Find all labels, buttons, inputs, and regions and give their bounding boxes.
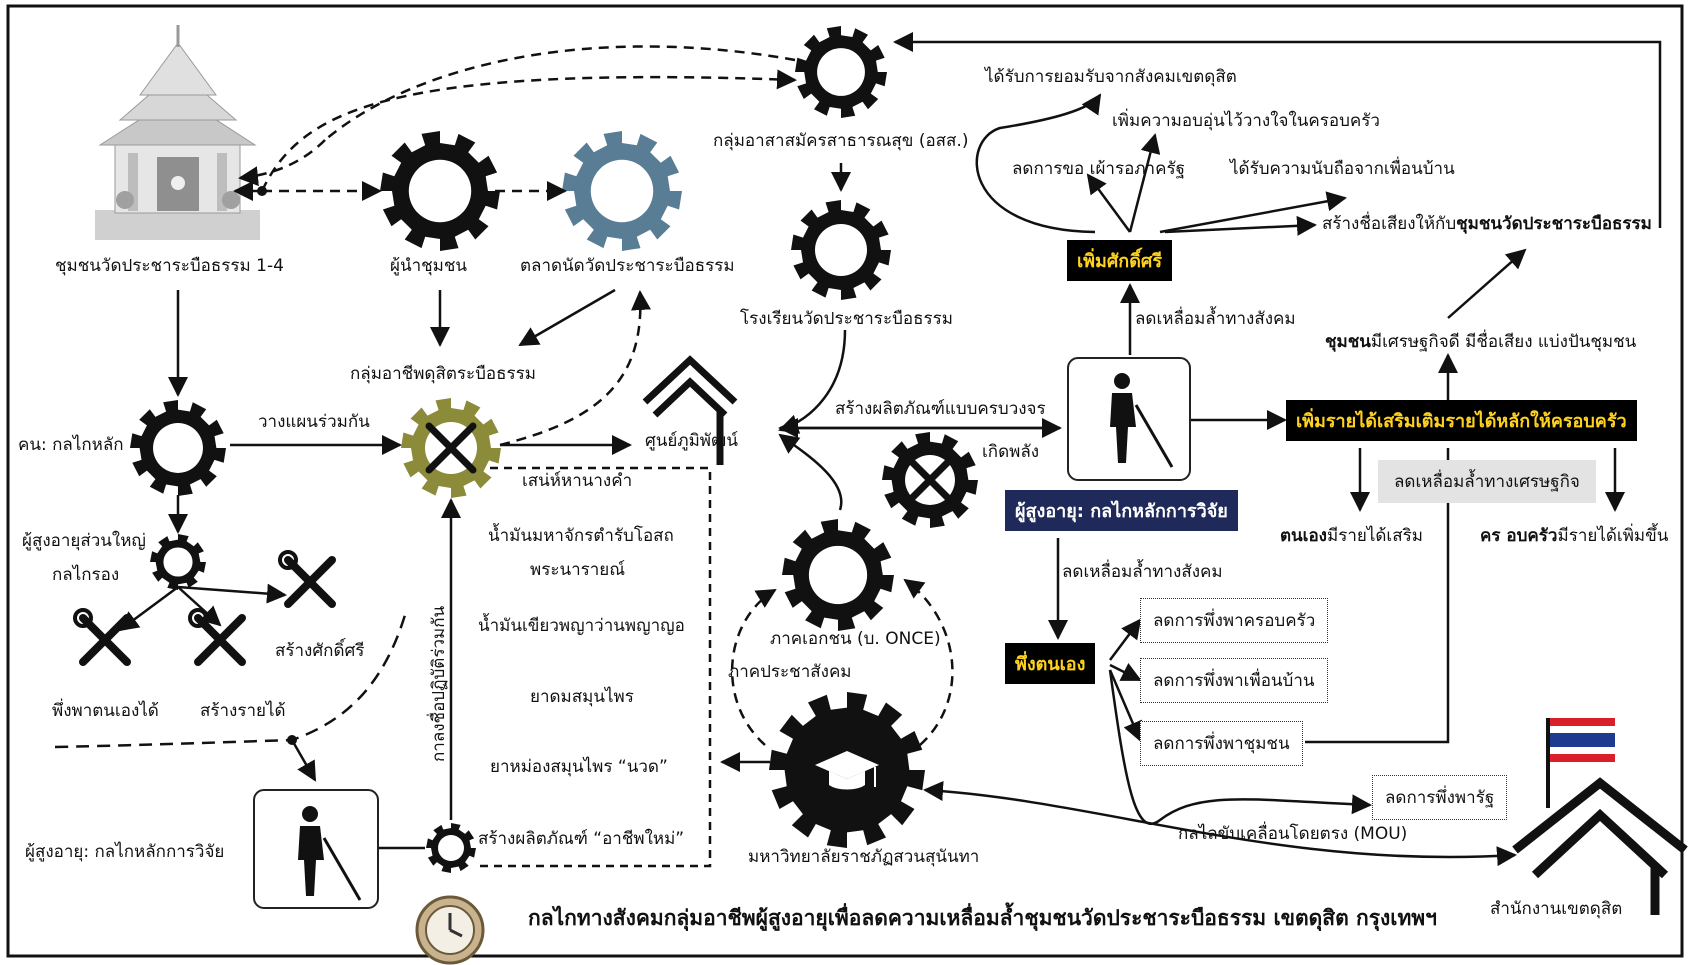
gear-icon bbox=[795, 26, 887, 118]
product-item: น้ำมันเขียวพญาว่านพญาญอ bbox=[478, 616, 685, 636]
family-income-rest: มีรายได้เพิ่มขึ้น bbox=[1557, 526, 1669, 546]
community-good-label: ชุมชนมีเศรษฐกิจดี มีชื่อเสียง แบ่งปันชุม… bbox=[1325, 332, 1637, 353]
gear-icon bbox=[562, 131, 682, 251]
elderly-research-right-box: ผู้สูงอายุ: กลไกหลักการวิจัย bbox=[1005, 490, 1238, 531]
house-icon bbox=[1512, 777, 1688, 915]
gear-icon bbox=[150, 534, 206, 590]
volunteers-label: กลุ่มอาสาสมัครสาธารณสุข (อสส.) bbox=[713, 131, 969, 151]
less-community-box: ลดการพึ่งพาชุมชน bbox=[1140, 721, 1303, 766]
wisdom-center-label: ศูนย์ภูมิพัฒน์ bbox=[645, 431, 738, 451]
community-good-rest: มีเศรษฐกิจดี มีชื่อเสียง แบ่งปันชุมชน bbox=[1370, 332, 1637, 352]
gear-icon bbox=[130, 400, 226, 496]
gear-icon bbox=[380, 131, 500, 251]
self-reliance-box: พึ่งตนเอง bbox=[1005, 643, 1096, 684]
family-income-label: คร อบครัวมีรายได้เพิ่มขึ้น bbox=[1480, 526, 1669, 547]
build-dignity-label: สร้างศักดิ์ศรี bbox=[275, 641, 365, 661]
tools-icon bbox=[425, 422, 477, 474]
clock-icon bbox=[415, 895, 485, 965]
product-item: น้ำมันมหาจักรตำรับโอสถ bbox=[488, 526, 674, 546]
reputation-prefix: สร้างชื่อเสียงให้กับ bbox=[1322, 214, 1457, 234]
thai-flag-icon bbox=[1546, 718, 1615, 808]
econ-reduce-box: ลดเหลื่อมล้ำทางเศรษฐกิจ bbox=[1378, 460, 1596, 503]
social-reduce-label: ลดเหลื่อมล้ำทางสังคม bbox=[1062, 562, 1223, 582]
product-item: ยาหม่องสมุนไพร “นวด” bbox=[490, 757, 668, 777]
dignity-reduce-label: ลดเหลื่อมล้ำทางสังคม bbox=[1135, 309, 1296, 329]
school-label: โรงเรียนวัดประชาระบือธรรม bbox=[740, 309, 953, 329]
income-box: เพิ่มรายได้เสริมเติมรายได้หลักให้ครอบครั… bbox=[1286, 400, 1637, 441]
respected-label: ได้รับความนับถือจากเพื่อนบ้าน bbox=[1230, 159, 1455, 179]
people-main-label: คน: กลไกหลัก bbox=[18, 435, 124, 455]
reputation-bold: ชุมชนวัดประชาระบือธรรม bbox=[1456, 214, 1652, 234]
dignity-box: เพิ่มศักดิ์ศรี bbox=[1067, 240, 1172, 281]
market-label: ตลาดนัดวัดประชาระบือธรรม bbox=[520, 256, 735, 276]
house-icon bbox=[642, 355, 738, 465]
less-asking-label: ลดการขอ เผ้ารอภาครัฐ bbox=[1012, 159, 1185, 179]
elderly-walker-icon bbox=[298, 806, 362, 901]
university-label: มหาวิทยาลัยราชภัฏสวนสุนันทา bbox=[748, 847, 980, 867]
product-cycle-label: สร้างผลิตภัณฑ์แบบครบวงจร bbox=[835, 399, 1046, 419]
gear-icon bbox=[782, 519, 894, 631]
temple-icon bbox=[95, 25, 260, 240]
elderly-research-left-label: ผู้สูงอายุ: กลไกหลักการวิจัย bbox=[25, 842, 225, 862]
product-item: พระนารายณ์ bbox=[530, 560, 626, 580]
gear-icon bbox=[791, 200, 891, 300]
self-income-bold: ตนเอง bbox=[1280, 526, 1327, 546]
products-title: เสน่ห์หานางคำ bbox=[522, 471, 633, 491]
district-office-label: สำนักงานเขตดุสิต bbox=[1490, 899, 1623, 919]
family-income-bold: คร อบครัว bbox=[1480, 526, 1558, 546]
mou-label: กลไลขับเคลื่อนโดยตรง (MOU) bbox=[1178, 824, 1408, 844]
reputation-label: สร้างชื่อเสียงให้กับชุมชนวัดประชาระบือธร… bbox=[1322, 214, 1652, 235]
filter-label: กลไกรอง bbox=[52, 565, 120, 585]
self-reliant-label: พึ่งพาตนเองได้ bbox=[52, 701, 159, 721]
product-item: ยาดมสมุนไพร bbox=[530, 687, 634, 707]
tools-icon bbox=[188, 608, 246, 666]
less-state-box: ลดการพึ่งพารัฐ bbox=[1372, 775, 1508, 820]
outer-border bbox=[6, 4, 1684, 958]
empower-label: เกิดพลัง bbox=[982, 442, 1040, 462]
civil-society-label: ภาคประชาสังคม bbox=[728, 662, 852, 682]
connectors bbox=[54, 32, 1662, 868]
new-products-label: สร้างผลิตภัณฑ์ “อาชีพใหม่” bbox=[478, 829, 685, 849]
less-neighbor-box: ลดการพึ่งพาเพื่อนบ้าน bbox=[1140, 658, 1328, 703]
community-leader-label: ผู้นำชุมชน bbox=[390, 256, 468, 276]
plan-together-label: วางแผนร่วมกัน bbox=[258, 412, 370, 432]
self-income-rest: มีรายได้เสริม bbox=[1326, 526, 1423, 546]
temple-community-label: ชุมชนวัดประชาระบือธรรม 1-4 bbox=[55, 256, 284, 276]
build-income-label: สร้างรายได้ bbox=[200, 701, 286, 721]
warmth-label: เพิ่มความอบอุ่นไว้วางใจในครอบครัว bbox=[1112, 111, 1380, 131]
elderly-walker-icon bbox=[1110, 373, 1174, 468]
graduation-cap-icon bbox=[815, 751, 879, 790]
private-sector-label: ภาคเอกชน (บ. ONCE) bbox=[770, 629, 941, 649]
self-income-label: ตนเองมีรายได้เสริม bbox=[1280, 526, 1423, 547]
diagram-caption: กลไกทางสังคมกลุ่มอาชีพผู้สูงอายุเพื่อลดค… bbox=[528, 906, 1437, 930]
occupation-group-label: กลุ่มอาชีพดุสิตระบือธรรม bbox=[350, 364, 536, 384]
gear-icon bbox=[426, 823, 476, 873]
collaborative-space-label: กาลงชื่อปฏิบัติร่วมกัน bbox=[429, 605, 449, 762]
less-family-box: ลดการพึ่งพาครอบครัว bbox=[1140, 598, 1329, 643]
tools-icon bbox=[906, 456, 954, 504]
recognized-label: ได้รับการยอมรับจากสังคมเขตดุสิต bbox=[985, 67, 1237, 87]
community-good-bold: ชุมชน bbox=[1325, 332, 1371, 352]
tools-icon bbox=[278, 550, 336, 608]
majority-elderly-label: ผู้สูงอายุส่วนใหญ่ bbox=[22, 531, 146, 551]
tools-icon bbox=[73, 608, 131, 666]
